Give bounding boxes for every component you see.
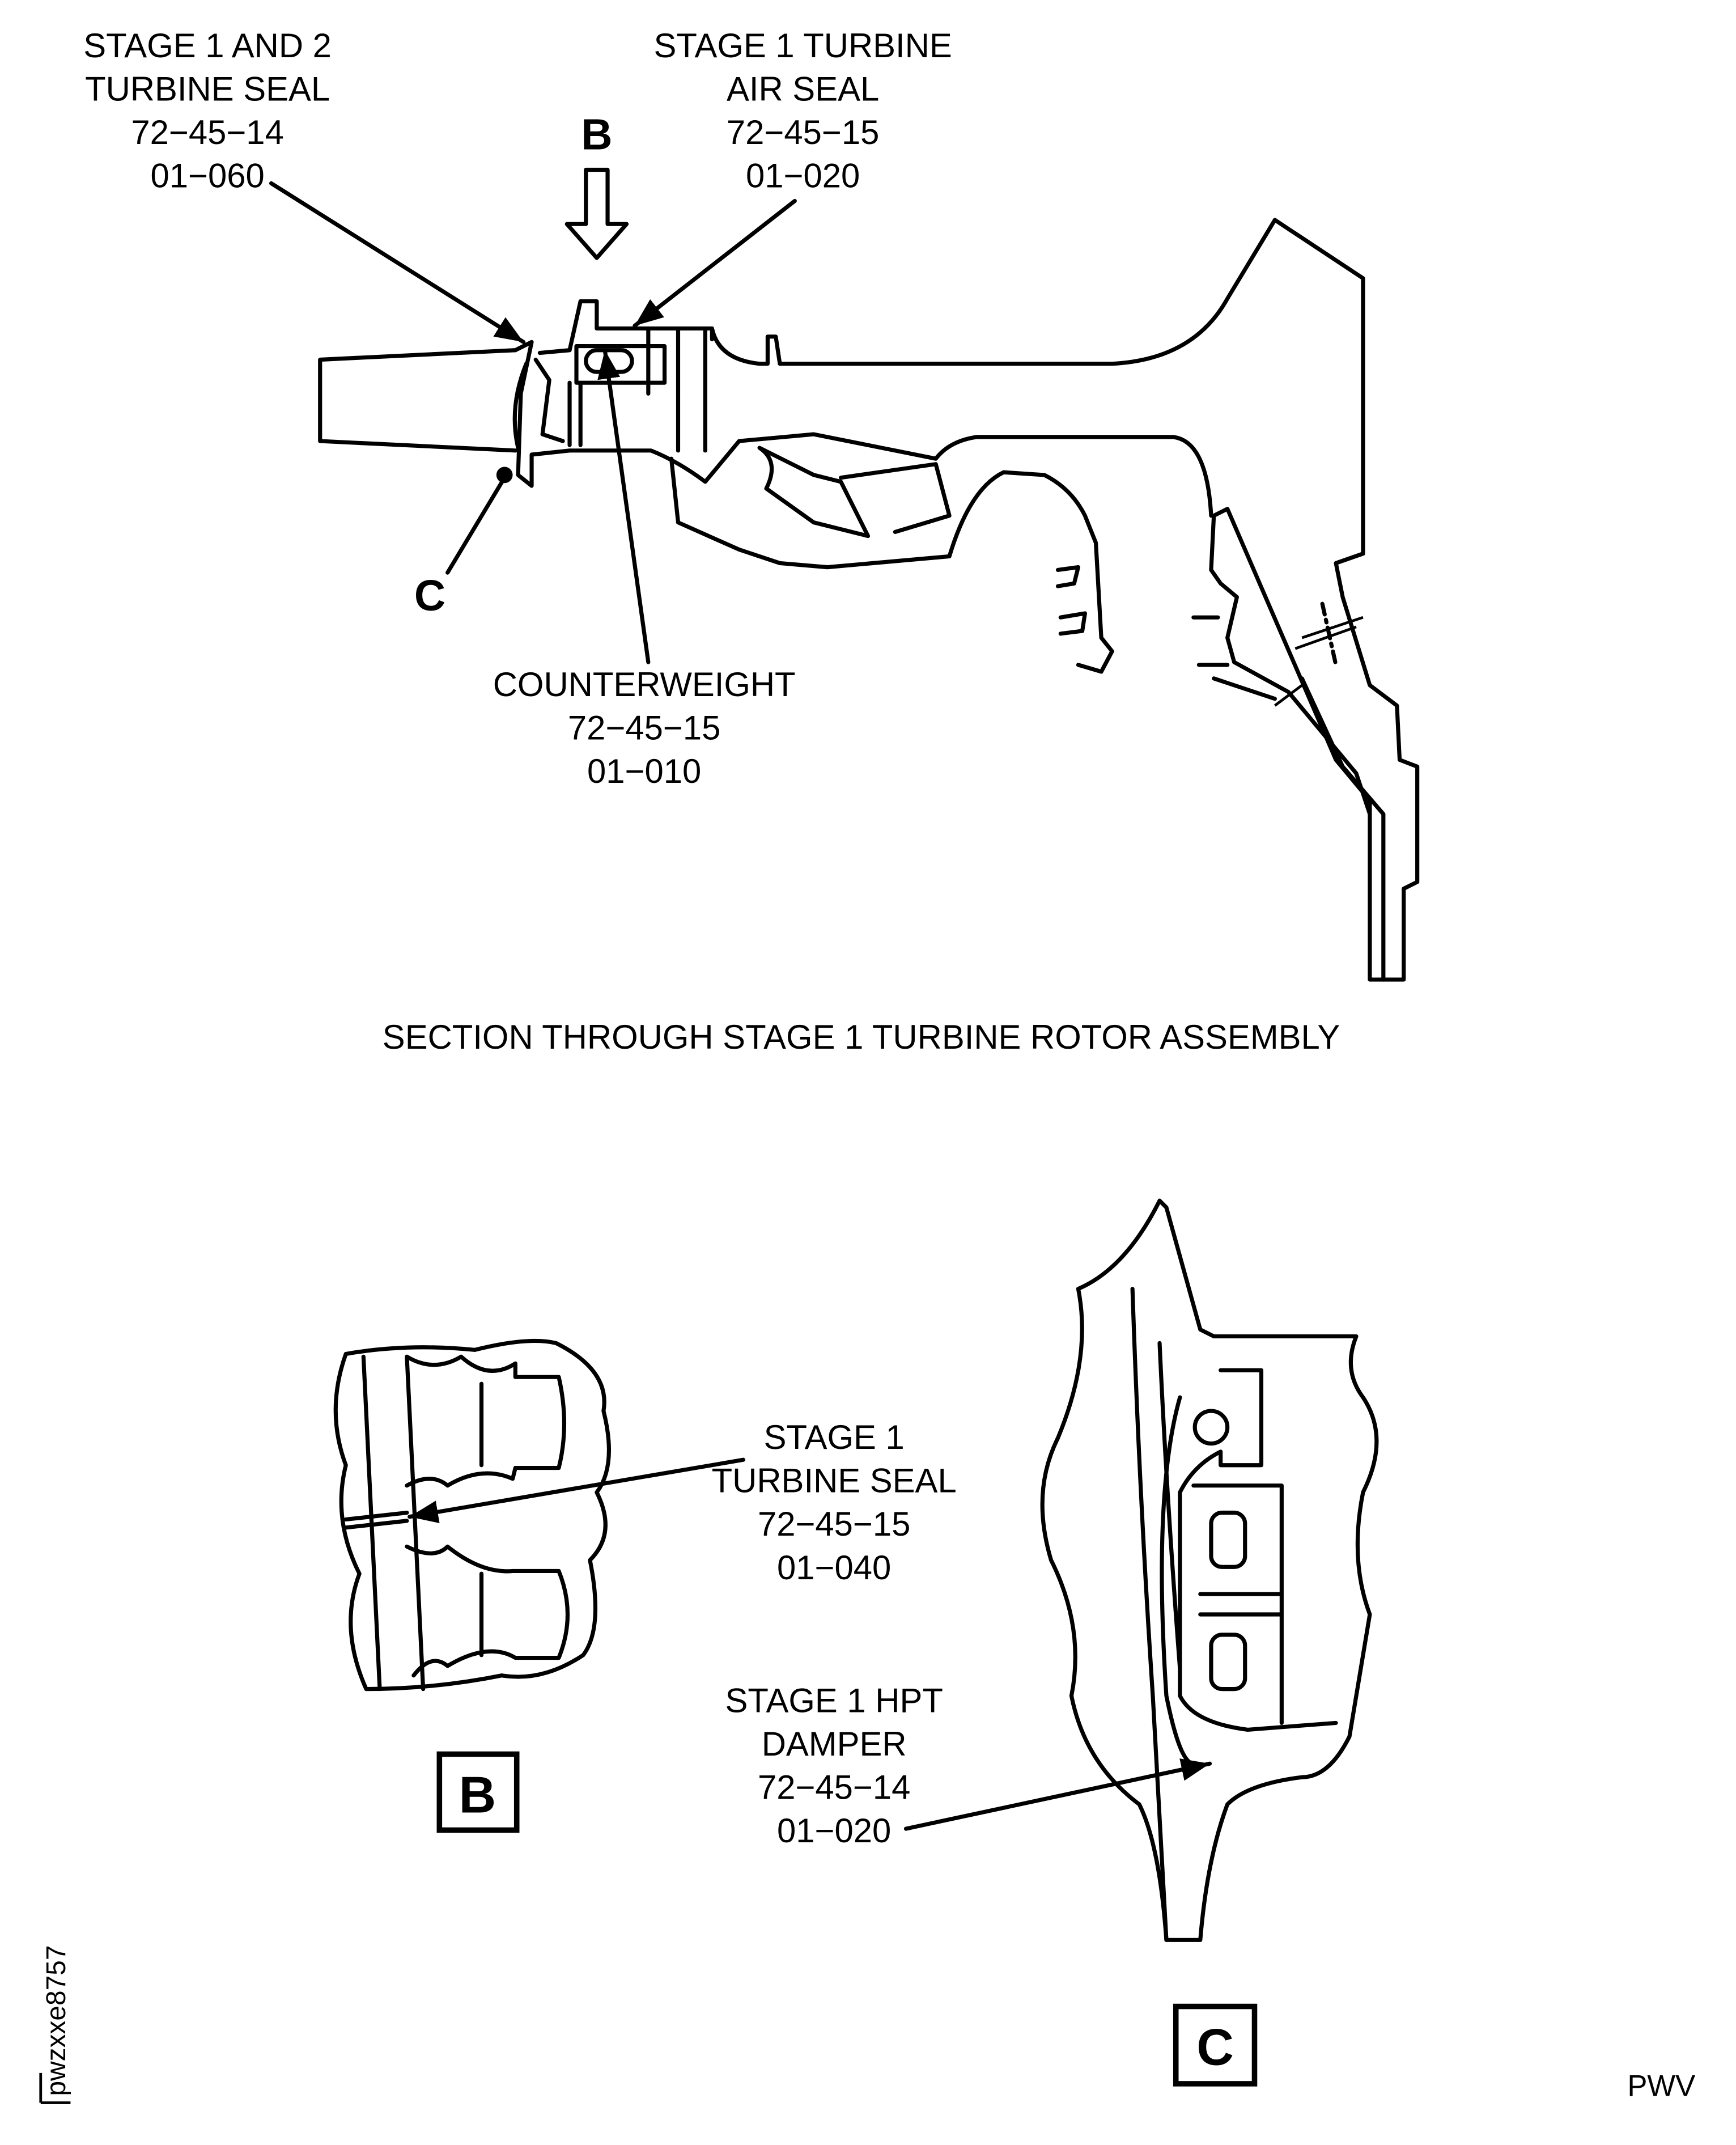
corner-code: PWV (1627, 2069, 1695, 2102)
label-line: 72−45−14 (758, 1768, 910, 1806)
label-turbine-seal: STAGE 1 TURBINE SEAL 72−45−15 01−040 (712, 1418, 957, 1587)
label-damper: STAGE 1 HPT DAMPER 72−45−14 01−020 (725, 1681, 943, 1850)
label-line: AIR SEAL (727, 70, 879, 108)
section-caption: SECTION THROUGH STAGE 1 TURBINE ROTOR AS… (383, 1018, 1340, 1056)
label-line: 01−010 (587, 752, 701, 790)
detail-c-drawing (1040, 1198, 1379, 1942)
view-c-leader (445, 467, 513, 575)
label-line: 01−040 (777, 1549, 891, 1587)
rotor-section-drawing (318, 218, 1420, 982)
view-c-marker: C (414, 572, 445, 620)
view-b-marker: B (581, 111, 612, 159)
label-line: 72−45−15 (568, 709, 720, 747)
detail-b-letter: B (459, 1766, 496, 1824)
label-counterweight: COUNTERWEIGHT 72−45−15 01−010 (493, 665, 796, 790)
label-line: 72−45−15 (727, 113, 879, 151)
label-line: 01−060 (150, 157, 264, 195)
label-line: 72−45−14 (131, 113, 283, 151)
seal-1-2-leader (269, 181, 526, 344)
label-air-seal: STAGE 1 TURBINE AIR SEAL 72−45−15 01−020 (654, 27, 952, 195)
label-line: STAGE 1 HPT (725, 1681, 943, 1719)
air-seal-leader (633, 198, 797, 328)
label-line: DAMPER (762, 1725, 907, 1763)
label-line: COUNTERWEIGHT (493, 665, 796, 703)
label-line: STAGE 1 (764, 1418, 905, 1456)
detail-c-box: C (1173, 2003, 1258, 2087)
turbine-seal-leader (408, 1457, 745, 1524)
label-line: 01−020 (746, 157, 860, 195)
label-line: 01−020 (777, 1812, 891, 1850)
detail-b-drawing (333, 1338, 612, 1692)
counterweight-leader (597, 348, 651, 664)
label-line: TURBINE SEAL (712, 1462, 957, 1500)
label-seal-1-2: STAGE 1 AND 2 TURBINE SEAL 72−45−14 01−0… (83, 27, 332, 195)
view-b-arrow (564, 167, 629, 260)
label-line: STAGE 1 AND 2 (83, 27, 332, 65)
figure-id: pwzxxe8757 (39, 1945, 71, 2104)
detail-b-box: B (436, 1751, 520, 1833)
label-line: 72−45−15 (758, 1505, 910, 1543)
label-line: STAGE 1 TURBINE (654, 27, 952, 65)
detail-c-letter: C (1196, 2019, 1234, 2076)
damper-leader (903, 1758, 1212, 1831)
figure-id-text: pwzxxe8757 (41, 1945, 71, 2096)
label-line: TURBINE SEAL (85, 70, 330, 108)
